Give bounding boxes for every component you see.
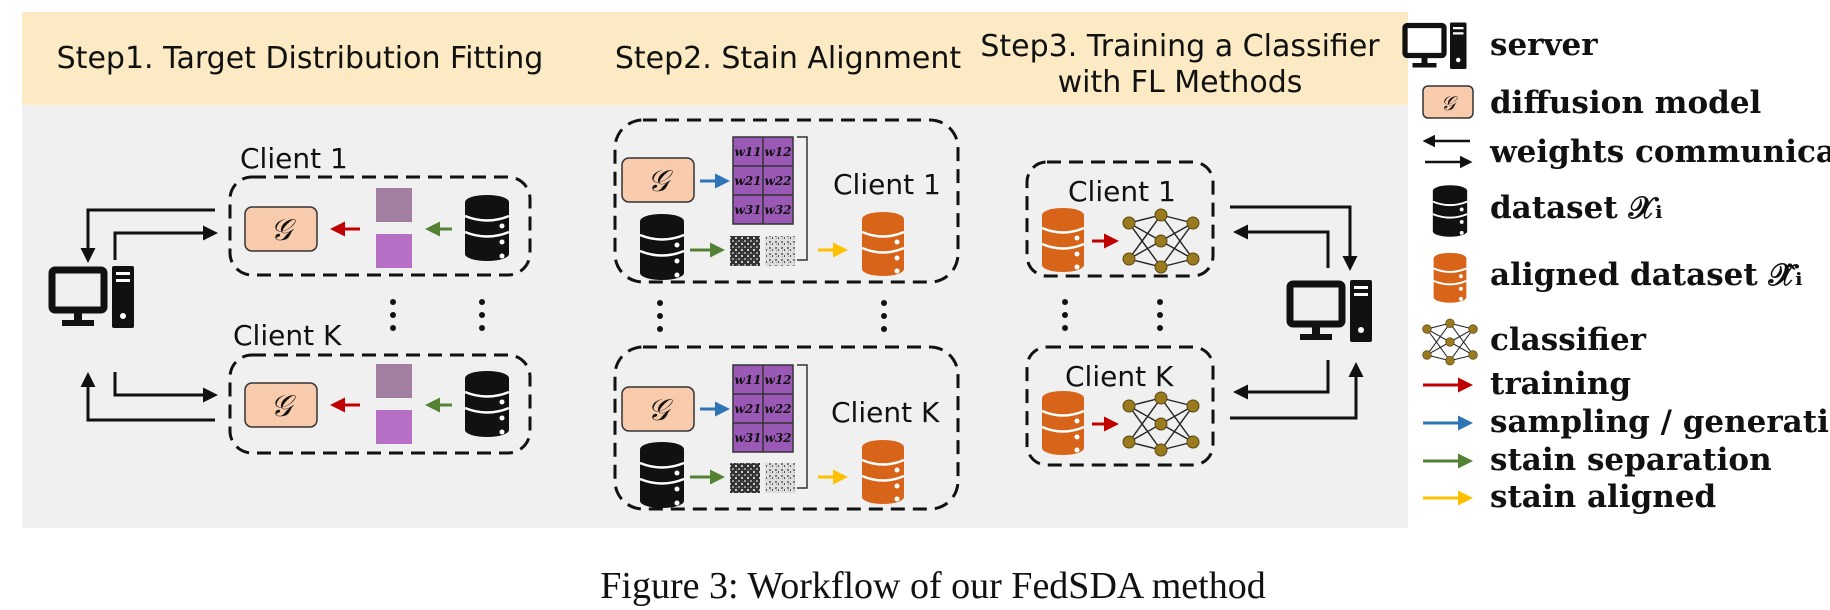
legend-label-weights-communication: weights communication	[1489, 134, 1830, 170]
legend-label-sampling: sampling / generation	[1490, 404, 1830, 440]
step1-clientk-label: Client K	[233, 319, 342, 352]
step1-title: Step1. Target Distribution Fitting	[57, 41, 544, 76]
step2-clientk-diffusion-model: 𝒢	[621, 386, 695, 432]
stain-tile-dark	[730, 463, 760, 493]
ellipsis-dots	[657, 300, 887, 332]
legend-item-diffusion-model: 𝒢 diffusion model	[1422, 85, 1761, 121]
step1-clientk-box	[228, 353, 532, 455]
step2-clientk-label: Client K	[831, 396, 940, 429]
weight-w31: w31	[734, 203, 761, 217]
stain-matrix-top	[376, 188, 412, 222]
weight-w31: w31	[734, 431, 761, 445]
aligned-dataset-icon	[860, 210, 906, 278]
legend-label-training: training	[1490, 366, 1631, 402]
aligned-dataset-icon	[1040, 206, 1086, 274]
step3-clientk-box	[1025, 345, 1215, 467]
step2-client1-diffusion-model: 𝒢	[621, 157, 695, 203]
dataset-icon	[1431, 184, 1469, 238]
stain-matrix-bottom	[376, 410, 412, 444]
weight-w12: w12	[764, 145, 791, 159]
legend-item-aligned-dataset: aligned dataset 𝒳̂ᵢ	[1432, 251, 1803, 304]
figure-caption: Figure 3: Workflow of our FedSDA method	[600, 565, 1265, 607]
legend-label-stain-separation: stain separation	[1490, 442, 1772, 478]
legend-item-classifier: classifier	[1422, 318, 1647, 366]
legend-item-dataset: dataset 𝒳ᵢ	[1431, 184, 1663, 238]
workflow-panel	[22, 105, 1408, 528]
dataset-icon	[463, 369, 511, 439]
stain-tile-light	[765, 236, 795, 266]
classifier-icon	[1422, 318, 1478, 366]
bracket	[797, 136, 808, 261]
step1-client1-label: Client 1	[240, 142, 348, 175]
aligned-dataset-icon	[1432, 251, 1468, 304]
legend-label-diffusion-model: diffusion model	[1490, 85, 1761, 121]
step2-title: Step2. Stain Alignment	[615, 41, 961, 76]
legend-item-sampling: sampling / generation	[1423, 404, 1830, 440]
legend-label-server: server	[1490, 27, 1598, 63]
weight-w21: w21	[734, 174, 761, 188]
aligned-dataset-icon	[1040, 389, 1086, 457]
legend-label-classifier: classifier	[1490, 322, 1647, 358]
step1-clientk-diffusion-model: 𝒢	[244, 382, 318, 428]
step3-panel: Client 1 Client K	[1025, 160, 1372, 467]
dataset-icon	[638, 440, 686, 510]
weight-w22: w22	[764, 402, 791, 416]
legend: server 𝒢 diffusion model weights communi…	[1405, 23, 1830, 515]
weights-matrix: w11 w12 w21 w22 w31 w32	[732, 364, 794, 453]
step2-client1-label: Client 1	[833, 168, 941, 201]
diffusion-model-symbol: 𝒢	[1441, 91, 1459, 115]
dataset-icon	[463, 193, 511, 263]
ellipsis-dots	[390, 299, 485, 331]
legend-item-training: training	[1423, 366, 1631, 402]
weight-w21: w21	[734, 402, 761, 416]
weight-w22: w22	[764, 174, 791, 188]
legend-label-aligned-dataset: aligned dataset 𝒳̂ᵢ	[1490, 257, 1803, 293]
legend-item-stain-separation: stain separation	[1423, 442, 1772, 478]
step1-panel: Client 1 𝒢 Client K 𝒢	[52, 142, 532, 455]
legend-label-stain-aligned: stain aligned	[1490, 479, 1716, 515]
stain-matrix-bottom	[376, 234, 412, 268]
step3-clientk-label: Client K	[1065, 360, 1174, 393]
bracket	[797, 364, 808, 489]
weight-w11: w11	[734, 145, 761, 159]
weights-communication-arrows	[80, 208, 218, 422]
aligned-dataset-icon	[860, 438, 906, 506]
weight-w12: w12	[764, 373, 791, 387]
legend-label-dataset: dataset 𝒳ᵢ	[1490, 190, 1663, 226]
step1-client1-diffusion-model: 𝒢	[244, 206, 318, 252]
legend-item-server: server	[1405, 23, 1598, 70]
step3-client1-box	[1025, 160, 1215, 278]
weights-communication-arrows	[1230, 205, 1364, 420]
dataset-icon	[638, 212, 686, 282]
weight-w32: w32	[764, 203, 791, 217]
step3-title-line2: with FL Methods	[1058, 65, 1303, 100]
step3-title-line1: Step3. Training a Classifier	[980, 29, 1380, 64]
step1-client1-box	[228, 175, 532, 277]
step2-client1-box	[613, 118, 960, 284]
step2-clientk-box	[613, 345, 960, 511]
stain-tile-light	[765, 463, 795, 493]
stain-matrix-top	[376, 364, 412, 398]
step3-client1-label: Client 1	[1068, 175, 1176, 208]
weight-w11: w11	[734, 373, 761, 387]
stain-tile-dark	[730, 236, 760, 266]
header-band	[22, 12, 1408, 105]
weights-matrix: w11 w12 w21 w22 w31 w32	[732, 136, 794, 225]
step2-panel: 𝒢 w11 w12 w21 w22 w31 w32 Client 1	[613, 118, 960, 511]
legend-item-stain-aligned: stain aligned	[1423, 479, 1716, 515]
server-icon	[1405, 23, 1467, 70]
weight-w32: w32	[764, 431, 791, 445]
ellipsis-dots	[1062, 299, 1163, 331]
legend-item-weights-communication: weights communication	[1422, 134, 1830, 170]
